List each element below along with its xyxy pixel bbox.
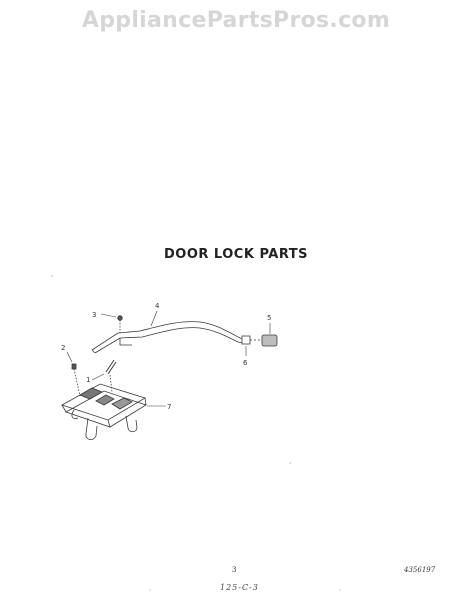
part-6-connector [241,335,260,345]
callout-2: 2 [61,344,65,352]
page-number: 3 [232,566,237,574]
callout-5: 5 [267,314,271,322]
part-5-cap [261,334,278,347]
callout-6: 6 [243,359,248,367]
diagram-title: DOOR LOCK PARTS [164,247,308,262]
part-1-spring [105,359,117,393]
part-4-latch-rod [91,321,249,354]
callout-7: 7 [167,403,171,411]
part-7-lock-assembly [61,383,147,440]
part-2-screw [71,363,81,397]
callout-4: 4 [155,302,160,310]
callout-3: 3 [92,311,96,319]
leader-lines [66,310,271,407]
part-3-screw [117,315,123,333]
callout-1: 1 [86,376,90,384]
scan-specks [51,275,341,591]
document-part-number: 4356197 [404,566,436,574]
watermark-logo: AppliancePartsPros.com [81,8,391,33]
footer-code: 125-C-3 [220,583,259,592]
